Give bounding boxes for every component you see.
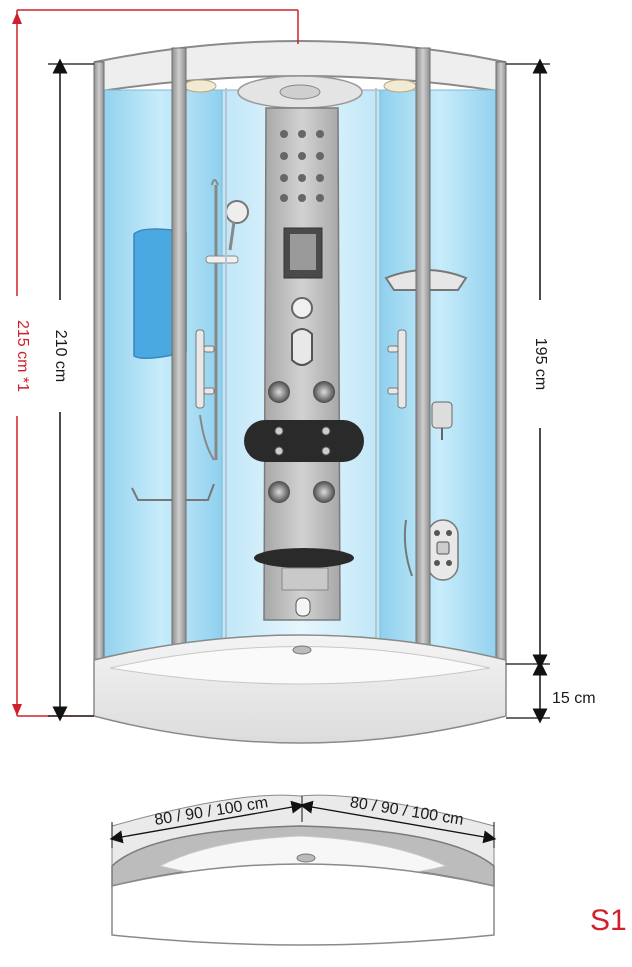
rain-shower-icon [279,84,321,100]
dim-tray-height: 15 cm [506,660,596,724]
hand-shower-rail [199,179,249,461]
tray-drain-icon [296,853,316,863]
body-jets [280,130,324,202]
variant-badge: S1 [590,904,627,937]
dim-glass-height: 195 cm [506,58,550,670]
massage-jets [268,381,335,503]
left-side-jets [195,329,215,409]
cabin-height-label: 210 cm [52,330,69,382]
dim-total-height: 215 cm *1 [8,9,299,717]
total-height-label: 215 cm *1 [14,320,31,392]
roof-lamp-right [383,79,417,93]
right-side-jets [387,329,407,409]
drain-icon [292,645,312,655]
tray-height-label: 15 cm [552,690,596,707]
glass-height-label: 195 cm [532,338,549,390]
cabin [93,40,507,744]
frame-profiles [93,47,507,689]
right-hose [403,519,413,577]
control-knob [291,297,313,319]
back-cushion [244,420,364,462]
soap-dispenser [431,401,453,440]
right-control-panel [427,519,459,581]
mixer-tap-icon [291,328,313,366]
dim-cabin-height: 210 cm [48,58,94,722]
hand-shower-head-icon [225,200,249,224]
column-foot-valve [295,597,311,617]
tray-top-view: 80 / 90 / 100 cm 80 / 90 / 100 cm [109,794,497,946]
folding-seat [254,548,354,568]
roof-lamp-left [183,79,217,93]
